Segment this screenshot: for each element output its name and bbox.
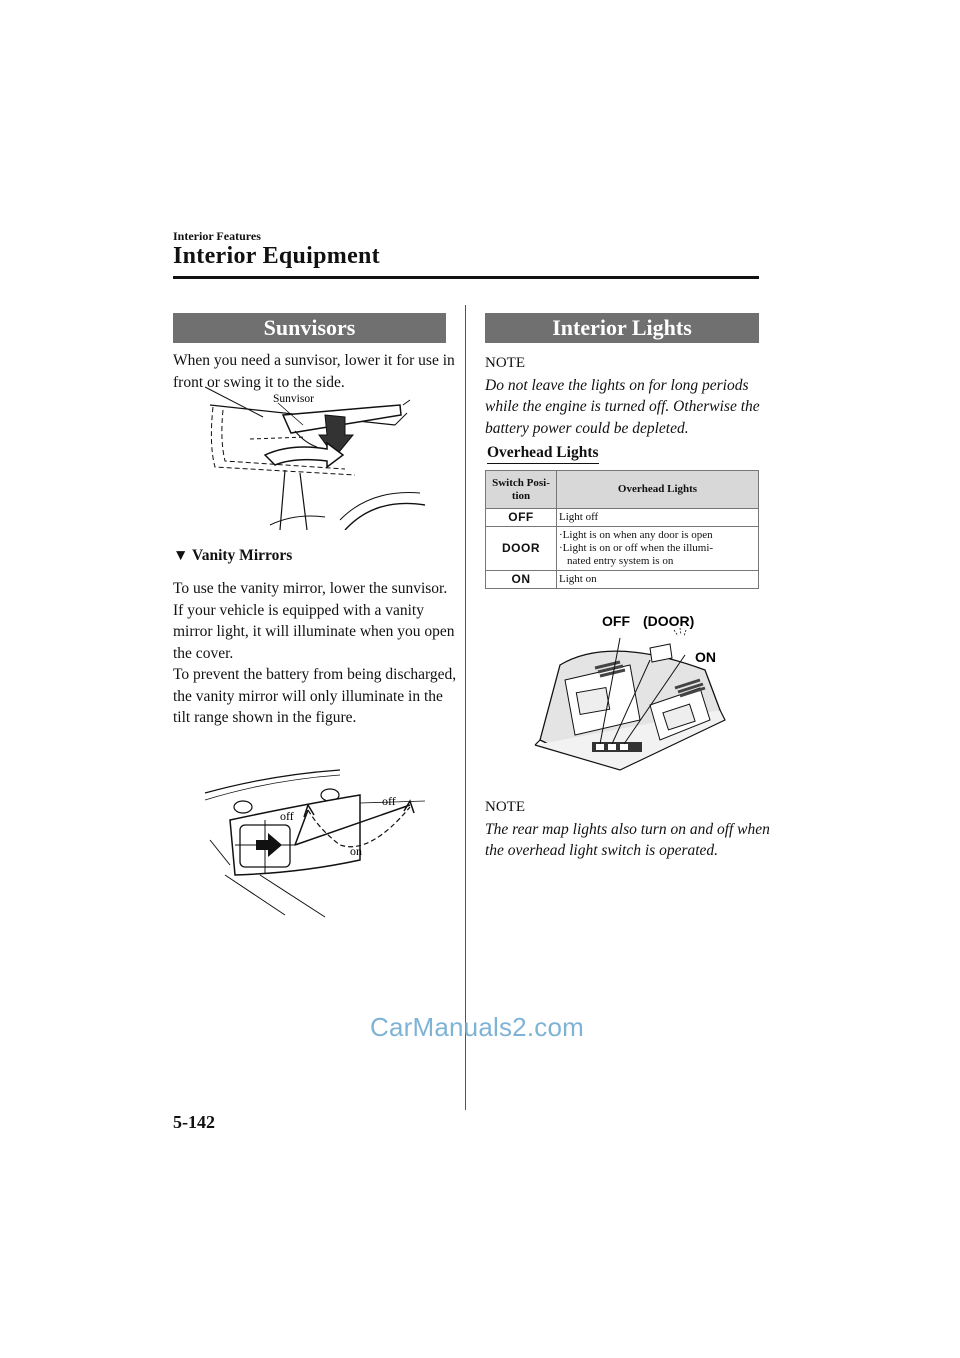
- description-cell: Light off: [556, 508, 759, 527]
- vanity-on-label: on: [350, 844, 362, 858]
- vanity-mirrors-heading: ▼ Vanity Mirrors: [173, 547, 292, 565]
- note-rear-map-lights: NOTE The rear map lights also turn on an…: [485, 797, 770, 862]
- note-label: NOTE: [485, 355, 525, 371]
- note-text: The rear map lights also turn on and off…: [485, 820, 770, 860]
- description-line: ·Light is on when any door is open: [559, 529, 713, 541]
- vanity-off-right-label: off: [382, 794, 396, 808]
- section-label: Interior Features: [173, 229, 261, 243]
- table-header-switch-position: Switch Posi-tion: [485, 470, 557, 509]
- description-line: ·Light is on or off when the illumi-: [559, 542, 714, 554]
- overhead-on-label: ON: [695, 649, 716, 665]
- sunvisors-heading: Sunvisors: [173, 313, 446, 343]
- sunvisor-figure: Sunvisor: [204, 386, 425, 530]
- interior-lights-heading: Interior Lights: [485, 313, 759, 343]
- description-cell: Light on: [556, 570, 759, 589]
- note-label: NOTE: [485, 799, 525, 815]
- position-off: OFF: [485, 508, 557, 527]
- overhead-light-figure: OFF (DOOR) ON: [534, 613, 726, 771]
- vanity-mirror-figure: off off on: [204, 769, 426, 918]
- triangle-down-icon: ▼: [173, 547, 189, 564]
- table-header-overhead-lights: Overhead Lights: [556, 470, 759, 509]
- note-text: Do not leave the lights on for long peri…: [485, 376, 760, 437]
- watermark: CarManuals2.com: [370, 1012, 584, 1042]
- note-battery: NOTE Do not leave the lights on for long…: [485, 353, 770, 439]
- position-door: DOOR: [485, 526, 557, 571]
- sunvisors-intro: When you need a sunvisor, lower it for u…: [173, 352, 455, 391]
- sunvisor-label: Sunvisor: [273, 393, 314, 405]
- vanity-mirrors-heading-text: Vanity Mirrors: [191, 547, 293, 564]
- vanity-off-left-label: off: [280, 809, 294, 823]
- description-line: nated entry system is on: [567, 555, 674, 567]
- vanity-paragraph-1: To use the vanity mirror, lower the sunv…: [173, 580, 448, 597]
- overhead-lights-heading: Overhead Lights: [487, 444, 599, 464]
- vanity-paragraph-3: To prevent the battery from being discha…: [173, 666, 457, 726]
- position-on: ON: [485, 570, 557, 589]
- overhead-lights-table: Switch Posi-tion Overhead Lights OFF Lig…: [485, 470, 759, 589]
- table-row: ON Light on: [485, 570, 759, 589]
- table-row: DOOR ·Light is on when any door is open …: [485, 526, 759, 571]
- overhead-off-label: OFF: [602, 613, 630, 629]
- vanity-text: To use the vanity mirror, lower the sunv…: [173, 578, 463, 729]
- vanity-paragraph-2: If your vehicle is equipped with a vanit…: [173, 601, 455, 662]
- overhead-door-label: (DOOR): [643, 613, 694, 629]
- table-header-row: Switch Posi-tion Overhead Lights: [485, 470, 759, 509]
- description-cell: ·Light is on when any door is open ·Ligh…: [556, 526, 759, 571]
- table-row: OFF Light off: [485, 508, 759, 527]
- title-rule: [173, 276, 759, 279]
- page-number: 5-142: [173, 1112, 215, 1132]
- column-divider: [465, 305, 466, 1110]
- page-title: Interior Equipment: [173, 243, 380, 269]
